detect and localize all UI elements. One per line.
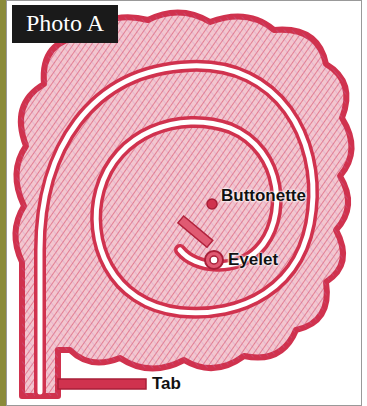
part-label: Buttonette <box>221 186 306 206</box>
tab-bar <box>58 379 146 389</box>
buttonette-bar <box>178 216 213 247</box>
part-label: Tab <box>152 374 181 394</box>
buttonette-dot <box>207 199 217 209</box>
eyelet-ring <box>205 251 223 269</box>
part-label: Eyelet <box>228 250 278 270</box>
photo-title: Photo A <box>12 5 118 43</box>
